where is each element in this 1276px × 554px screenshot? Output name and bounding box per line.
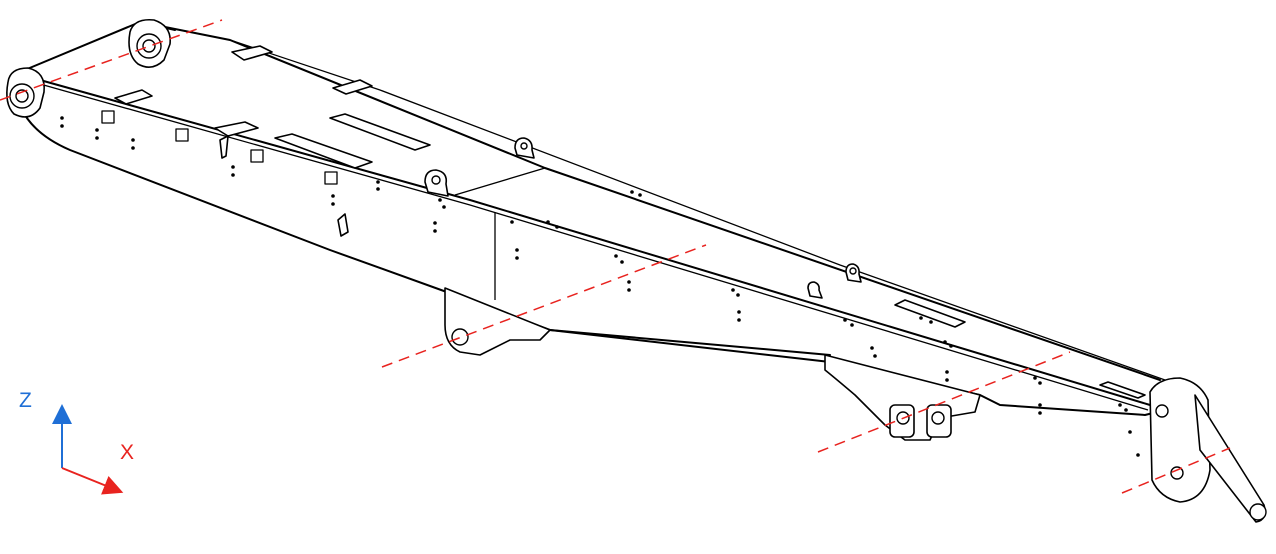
- pin-axis-head: [1121, 447, 1231, 494]
- top-pad-long-2: [274, 133, 373, 169]
- axis-indicator: Z X: [19, 389, 134, 495]
- boom-top-face: [19, 21, 1161, 406]
- boom-foot-lugs: [6, 18, 171, 118]
- top-pads: [114, 45, 1146, 399]
- tip-pin-bore: [1249, 503, 1267, 521]
- head-pin-bore-lower: [1170, 466, 1184, 480]
- boom-far-edge: [229, 39, 1166, 381]
- side-access-holes: [101, 110, 338, 185]
- side-fastener-dots: [60, 116, 1140, 457]
- top-pad-right: [894, 299, 966, 328]
- boom-near-edge: [39, 83, 1149, 411]
- z-axis-label: Z: [19, 389, 32, 412]
- top-pad-long-1: [329, 113, 431, 151]
- boom-side-face: [21, 109, 1166, 416]
- x-axis-label: X: [120, 441, 134, 464]
- mid-pin-bore-right: [931, 411, 945, 425]
- lifting-eyes: [219, 135, 862, 299]
- pin-axis-mid-bracket: [817, 351, 1071, 453]
- pin-axis-lower-bracket: [381, 244, 707, 368]
- bracket-pin-bore: [451, 328, 469, 346]
- mid-cylinder-bracket: [824, 354, 981, 441]
- lower-cylinder-bracket: [444, 287, 551, 356]
- x-axis-arrow: [61, 467, 124, 495]
- pin-axis-foot: [0, 19, 223, 101]
- foot-lug-rear: [128, 18, 171, 68]
- bracket-strut: [549, 329, 831, 356]
- head-pin-bore-upper: [1155, 404, 1169, 418]
- pin-axes: [0, 19, 1231, 494]
- boom-body: [19, 21, 1166, 416]
- foot-lug-front: [6, 67, 45, 118]
- boom-head: [1149, 377, 1267, 523]
- top-section-line: [454, 167, 546, 196]
